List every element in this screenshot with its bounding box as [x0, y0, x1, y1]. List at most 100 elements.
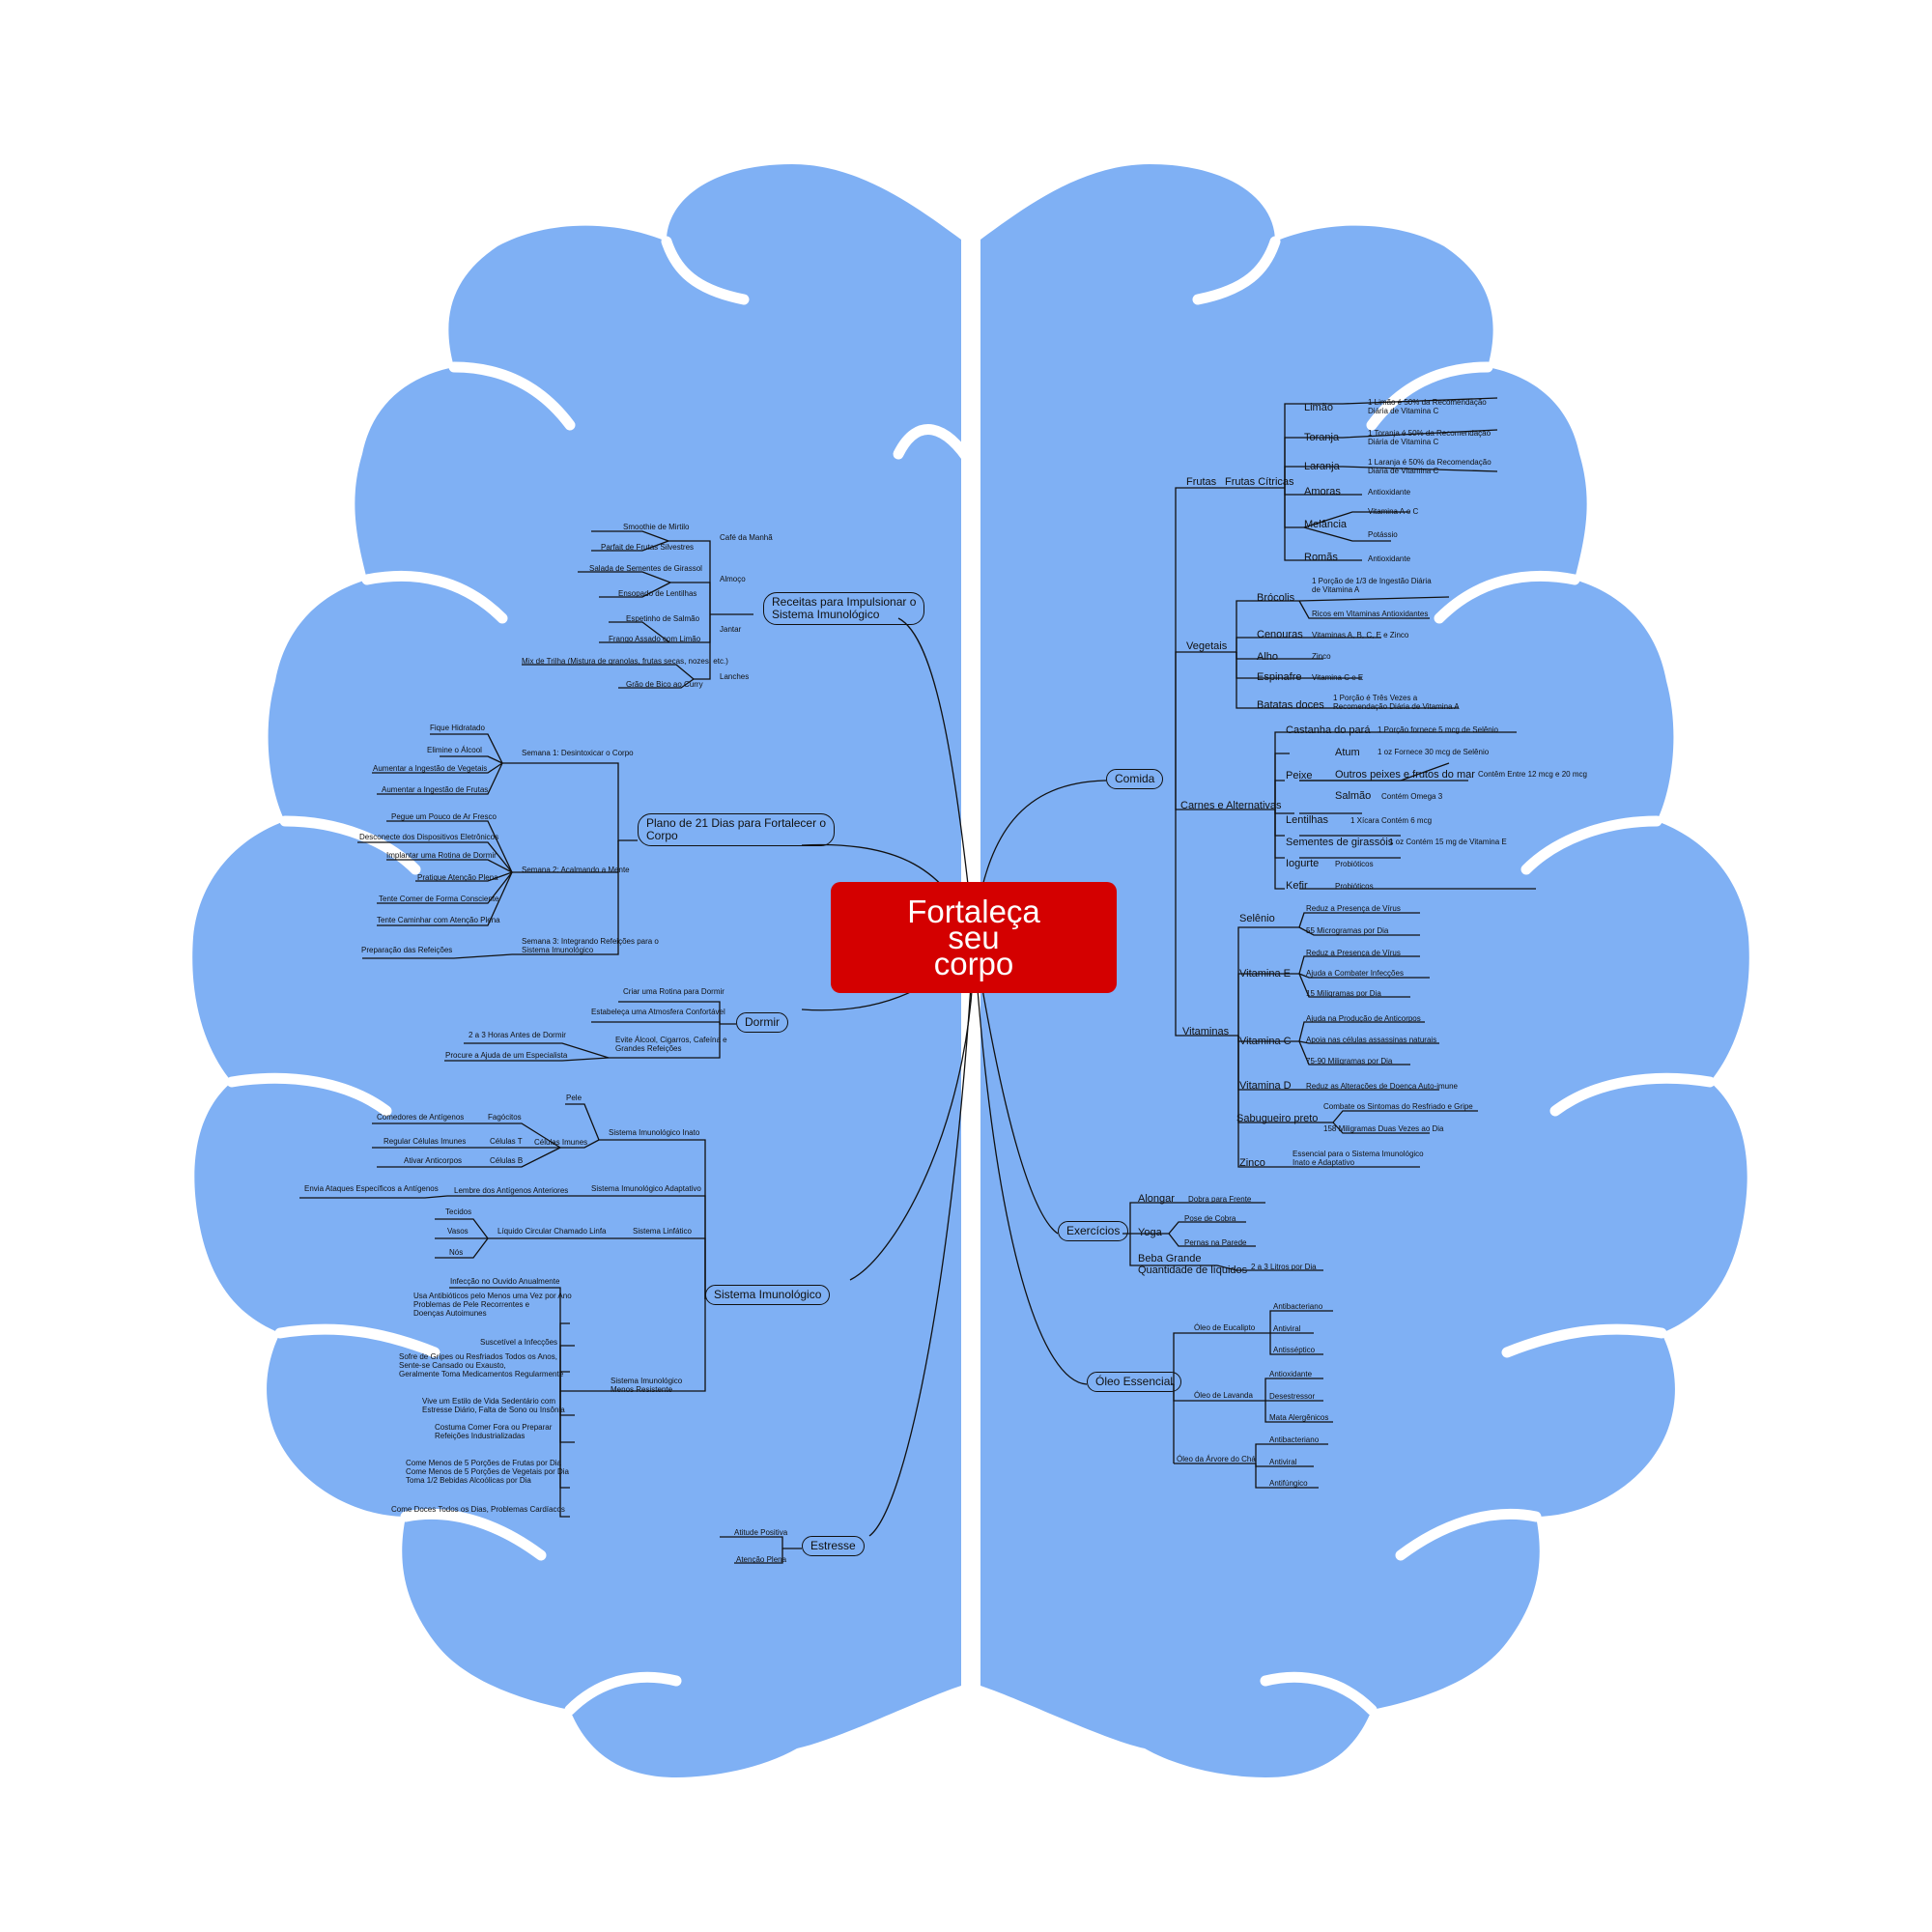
node-eucalipto-1[interactable]: Antibacteriano — [1273, 1302, 1323, 1311]
node-lavanda-3[interactable]: Mata Alergênicos — [1269, 1413, 1329, 1422]
node-almoco-1[interactable]: Salada de Sementes de Girassol — [589, 564, 702, 573]
node-almoco-2[interactable]: Ensopado de Lentilhas — [618, 589, 697, 598]
node-arvore-1[interactable]: Antibacteriano — [1269, 1435, 1320, 1444]
node-frutas-citricas[interactable]: Frutas Cítricas — [1225, 476, 1294, 488]
node-zinco-1[interactable]: Essencial para o Sistema Imunológico Ina… — [1293, 1150, 1424, 1167]
node-fagocitos-1[interactable]: Comedores de Antígenos — [377, 1113, 465, 1122]
node-brocolis[interactable]: Brócolis — [1257, 592, 1295, 604]
node-estresse-1[interactable]: Atitude Positiva — [734, 1528, 788, 1537]
node-cafe[interactable]: Café da Manhã — [720, 533, 773, 542]
node-outros-1[interactable]: Contêm Entre 12 mcg e 20 mcg — [1478, 770, 1587, 779]
topic-exercicios[interactable]: Exercícios — [1058, 1221, 1129, 1241]
node-celt[interactable]: Células T — [490, 1137, 523, 1146]
node-cafe-1[interactable]: Smoothie de Mirtilo — [623, 523, 690, 531]
node-eucalipto-2[interactable]: Antiviral — [1273, 1324, 1301, 1333]
node-semana-2[interactable]: Semana 2: Acalmando a Mente — [522, 866, 630, 874]
node-lanches-2[interactable]: Grão de Bico ao Curry — [626, 680, 703, 689]
node-adapt-2[interactable]: Envia Ataques Específicos a Antígenos — [304, 1184, 439, 1193]
node-sabugueiro-1[interactable]: Combate os Sintomas do Resfriado e Gripe — [1323, 1102, 1473, 1111]
node-vite-1[interactable]: Reduz a Presença de Vírus — [1306, 949, 1401, 957]
node-lentilhas[interactable]: Lentilhas — [1286, 814, 1329, 826]
node-s1-3[interactable]: Aumentar a Ingestão de Vegetais — [373, 764, 488, 773]
node-castanha[interactable]: Castanha do pará — [1286, 724, 1371, 736]
node-arvore-2[interactable]: Antiviral — [1269, 1458, 1297, 1466]
node-batatas-1[interactable]: 1 Porção é Três Vezes a Recomendação Diá… — [1333, 694, 1460, 711]
node-melancia[interactable]: Melância — [1304, 519, 1348, 530]
node-menos-6[interactable]: Costuma Comer Fora ou Preparar Refeições… — [435, 1423, 553, 1440]
node-celb[interactable]: Células B — [490, 1156, 524, 1165]
node-amoras[interactable]: Amoras — [1304, 486, 1341, 497]
node-roma-1[interactable]: Antioxidante — [1368, 554, 1411, 563]
node-vitc[interactable]: Vitamina C — [1239, 1036, 1292, 1047]
node-semana-3[interactable]: Semana 3: Integrando Refeições para o Si… — [522, 937, 659, 954]
topic-estresse[interactable]: Estresse — [802, 1536, 865, 1556]
node-eucalipto-3[interactable]: Antisséptico — [1273, 1346, 1316, 1354]
node-limao[interactable]: Limão — [1304, 402, 1333, 413]
node-jantar[interactable]: Jantar — [720, 625, 742, 634]
central-topic[interactable]: Fortaleça seu corpo — [831, 882, 1117, 993]
node-linf-4[interactable]: Nós — [449, 1248, 464, 1257]
node-vite-2[interactable]: Ajuda a Combater Infecções — [1306, 969, 1404, 978]
node-kefir-1[interactable]: Probióticos — [1335, 882, 1374, 891]
node-s1-2[interactable]: Elimine o Álcool — [427, 746, 482, 754]
node-vitc-1[interactable]: Ajuda na Produção de Anticorpos — [1306, 1014, 1421, 1023]
node-toranja-1[interactable]: 1 Toranja é 50% da Recomendação Diária d… — [1368, 429, 1492, 446]
node-frutas[interactable]: Frutas — [1186, 476, 1217, 488]
node-beba[interactable]: Beba Grande Quantidade de líquidos — [1138, 1253, 1248, 1276]
node-celt-1[interactable]: Regular Células Imunes — [384, 1137, 467, 1146]
node-cenouras[interactable]: Cenouras — [1257, 629, 1303, 640]
node-atum-1[interactable]: 1 oz Fornece 30 mcg de Selênio — [1378, 748, 1490, 756]
node-celulas[interactable]: Células Imunes — [534, 1138, 588, 1147]
node-lavanda[interactable]: Óleo de Lavanda — [1194, 1391, 1253, 1400]
node-arvore[interactable]: Óleo da Árvore do Chá — [1177, 1455, 1256, 1463]
node-alongar[interactable]: Alongar — [1138, 1193, 1175, 1205]
node-beba-1[interactable]: 2 a 3 Litros por Dia — [1251, 1263, 1317, 1271]
node-roma[interactable]: Romãs — [1304, 552, 1338, 563]
node-linfatico[interactable]: Sistema Linfático — [633, 1227, 692, 1236]
node-brocolis-1[interactable]: 1 Porção de 1/3 de Ingestão Diária de Vi… — [1312, 577, 1432, 594]
node-selenio[interactable]: Selênio — [1239, 913, 1275, 924]
node-outros[interactable]: Outros peixes e frutos do mar — [1335, 769, 1475, 781]
node-lanches[interactable]: Lanches — [720, 672, 750, 681]
node-dormir-3-2[interactable]: Procure a Ajuda de um Especialista — [445, 1051, 568, 1060]
node-vite-3[interactable]: 15 Miligramas por Dia — [1306, 989, 1381, 998]
node-espinafre[interactable]: Espinafre — [1257, 671, 1302, 683]
node-alho-1[interactable]: Zinco — [1312, 652, 1331, 661]
node-iogurte[interactable]: Iogurte — [1286, 858, 1320, 869]
node-lavanda-1[interactable]: Antioxidante — [1269, 1370, 1313, 1378]
node-espinafre-1[interactable]: Vitamina C e E — [1312, 673, 1364, 682]
node-yoga-1[interactable]: Pose de Cobra — [1184, 1214, 1236, 1223]
node-batatas[interactable]: Batatas doces — [1257, 699, 1324, 711]
node-atum[interactable]: Atum — [1335, 747, 1360, 758]
node-salmao[interactable]: Salmão — [1335, 790, 1372, 802]
node-amoras-1[interactable]: Antioxidante — [1368, 488, 1411, 497]
node-dormir-3-1[interactable]: 2 a 3 Horas Antes de Dormir — [469, 1031, 566, 1039]
node-vitd-1[interactable]: Reduz as Alterações de Doença Auto-imune — [1306, 1082, 1458, 1091]
node-brocolis-2[interactable]: Ricos em Vitaminas Antioxidantes — [1312, 610, 1429, 618]
node-eucalipto[interactable]: Óleo de Eucalipto — [1194, 1323, 1256, 1332]
node-adaptativo[interactable]: Sistema Imunológico Adaptativo — [591, 1184, 701, 1193]
node-s2-4[interactable]: Pratique Atenção Plena — [417, 873, 498, 882]
node-arvore-3[interactable]: Antifúngico — [1269, 1479, 1308, 1488]
node-lavanda-2[interactable]: Desestressor — [1269, 1392, 1316, 1401]
node-cenouras-1[interactable]: Vitaminas A, B, C, E e Zinco — [1312, 631, 1409, 639]
node-jantar-1[interactable]: Espetinho de Salmão — [626, 614, 700, 623]
node-linf-1[interactable]: Líquido Circular Chamado Linfa — [497, 1227, 607, 1236]
node-selenio-1[interactable]: Reduz a Presença de Vírus — [1306, 904, 1401, 913]
node-carnes[interactable]: Carnes e Alternativas — [1180, 800, 1282, 811]
node-menos-7[interactable]: Come Menos de 5 Porções de Frutas por Di… — [406, 1459, 569, 1485]
node-s2-1[interactable]: Pegue um Pouco de Ar Fresco — [391, 812, 497, 821]
node-s2-3[interactable]: Implantar uma Rotina de Dormir — [386, 851, 497, 860]
node-menos-5[interactable]: Vive um Estilo de Vida Sedentário com Es… — [422, 1397, 565, 1414]
node-lanches-1[interactable]: Mix de Trilha (Mistura de granolas, frut… — [522, 657, 728, 666]
topic-plano[interactable]: Plano de 21 Dias para Fortalecer o Corpo — [638, 813, 836, 846]
node-laranja[interactable]: Laranja — [1304, 461, 1340, 472]
node-sementes-1[interactable]: 1 oz Contém 15 mg de Vitamina E — [1389, 838, 1507, 846]
node-limao-1[interactable]: 1 Limão é 50% da Recomendação Diária de … — [1368, 398, 1487, 415]
node-vite[interactable]: Vitamina E — [1239, 968, 1291, 980]
node-almoco[interactable]: Almoço — [720, 575, 746, 583]
node-menos-1[interactable]: Infecção no Ouvido Anualmente — [450, 1277, 560, 1286]
node-salmao-1[interactable]: Contém Omega 3 — [1381, 792, 1443, 801]
node-semana-1[interactable]: Semana 1: Desintoxicar o Corpo — [522, 749, 634, 757]
node-s1-4[interactable]: Aumentar a Ingestão de Frutas — [382, 785, 489, 794]
